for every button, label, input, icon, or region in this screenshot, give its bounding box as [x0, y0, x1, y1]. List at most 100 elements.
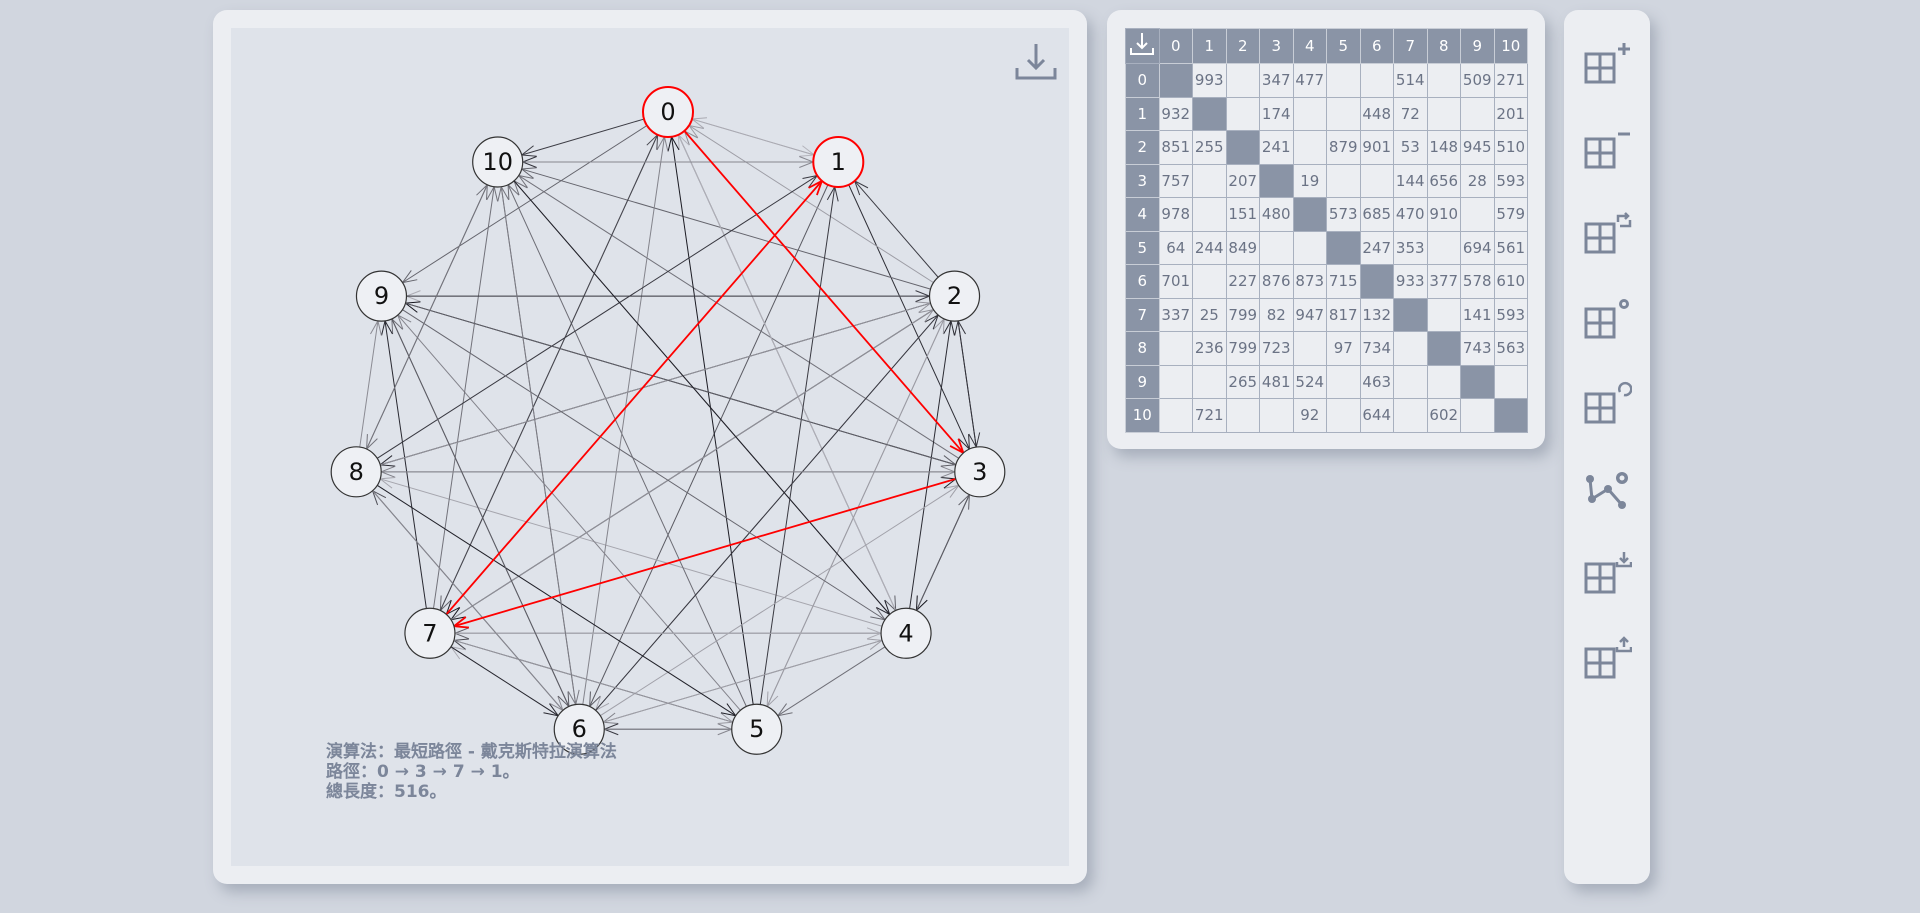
- matrix-cell[interactable]: 151: [1225, 197, 1260, 232]
- matrix-cell[interactable]: [1292, 230, 1327, 265]
- matrix-cell[interactable]: 477: [1292, 63, 1327, 98]
- matrix-cell[interactable]: [1326, 364, 1361, 399]
- matrix-cell[interactable]: [1426, 364, 1461, 399]
- node-8[interactable]: 8: [330, 446, 382, 498]
- matrix-cell[interactable]: 656: [1426, 163, 1461, 198]
- matrix-cell[interactable]: 337: [1158, 297, 1193, 332]
- matrix-cell[interactable]: [1393, 297, 1428, 332]
- matrix-cell[interactable]: 723: [1259, 331, 1294, 366]
- matrix-cell[interactable]: [1326, 63, 1361, 98]
- matrix-cell[interactable]: 993: [1192, 63, 1227, 98]
- matrix-cell[interactable]: 201: [1493, 96, 1528, 131]
- matrix-cell[interactable]: [1292, 96, 1327, 131]
- matrix-cell[interactable]: 563: [1493, 331, 1528, 366]
- matrix-cell[interactable]: [1326, 96, 1361, 131]
- matrix-cell[interactable]: 849: [1225, 230, 1260, 265]
- matrix-cell[interactable]: 481: [1259, 364, 1294, 399]
- matrix-cell[interactable]: [1393, 398, 1428, 433]
- matrix-cell[interactable]: [1192, 197, 1227, 232]
- matrix-cell[interactable]: [1259, 163, 1294, 198]
- node-7[interactable]: 7: [404, 607, 456, 659]
- matrix-cell[interactable]: [1158, 364, 1193, 399]
- matrix-cell[interactable]: 92: [1292, 398, 1327, 433]
- matrix-cell[interactable]: [1426, 297, 1461, 332]
- matrix-cell[interactable]: 19: [1292, 163, 1327, 198]
- node-10[interactable]: 10: [472, 136, 524, 188]
- matrix-cell[interactable]: 144: [1393, 163, 1428, 198]
- matrix-cell[interactable]: 72: [1393, 96, 1428, 131]
- node-2[interactable]: 2: [928, 270, 981, 322]
- matrix-cell[interactable]: 721: [1192, 398, 1227, 433]
- matrix-cell[interactable]: [1326, 163, 1361, 198]
- matrix-cell[interactable]: 910: [1426, 197, 1461, 232]
- matrix-cell[interactable]: 207: [1225, 163, 1260, 198]
- matrix-cell[interactable]: 932: [1158, 96, 1193, 131]
- matrix-cell[interactable]: 573: [1326, 197, 1361, 232]
- matrix-cell[interactable]: 510: [1493, 130, 1528, 165]
- matrix-cell[interactable]: 236: [1192, 331, 1227, 366]
- matrix-cell[interactable]: 132: [1359, 297, 1394, 332]
- matrix-cell[interactable]: 377: [1426, 264, 1461, 299]
- matrix-cell[interactable]: 82: [1259, 297, 1294, 332]
- add-table-icon[interactable]: [1580, 40, 1632, 92]
- matrix-cell[interactable]: [1359, 63, 1394, 98]
- matrix-cell[interactable]: 347: [1259, 63, 1294, 98]
- swap-table-icon[interactable]: [1580, 210, 1632, 262]
- table-settings-icon[interactable]: [1580, 295, 1632, 347]
- matrix-cell[interactable]: 241: [1259, 130, 1294, 165]
- matrix-cell[interactable]: 148: [1426, 130, 1461, 165]
- matrix-cell[interactable]: 799: [1225, 331, 1260, 366]
- matrix-cell[interactable]: 694: [1460, 230, 1495, 265]
- matrix-cell[interactable]: [1326, 230, 1361, 265]
- matrix-cell[interactable]: [1359, 163, 1394, 198]
- matrix-cell[interactable]: 53: [1393, 130, 1428, 165]
- matrix-cell[interactable]: 470: [1393, 197, 1428, 232]
- matrix-cell[interactable]: 644: [1359, 398, 1394, 433]
- matrix-cell[interactable]: [1292, 130, 1327, 165]
- matrix-cell[interactable]: [1493, 398, 1528, 433]
- matrix-cell[interactable]: [1426, 96, 1461, 131]
- export-table-icon[interactable]: [1580, 635, 1633, 687]
- node-5[interactable]: 5: [731, 703, 783, 755]
- matrix-cell[interactable]: 64: [1158, 230, 1193, 265]
- matrix-cell[interactable]: [1158, 63, 1193, 98]
- matrix-cell[interactable]: [1426, 331, 1461, 366]
- matrix-cell[interactable]: [1493, 364, 1528, 399]
- matrix-cell[interactable]: 448: [1359, 96, 1394, 131]
- matrix-cell[interactable]: 25: [1192, 297, 1227, 332]
- graph-settings-icon[interactable]: [1580, 465, 1632, 517]
- matrix-cell[interactable]: [1259, 398, 1294, 433]
- matrix-cell[interactable]: 524: [1292, 364, 1327, 399]
- matrix-cell[interactable]: 28: [1460, 163, 1495, 198]
- matrix-cell[interactable]: [1393, 331, 1428, 366]
- matrix-cell[interactable]: [1426, 63, 1461, 98]
- reset-table-icon[interactable]: [1580, 380, 1633, 432]
- matrix-cell[interactable]: 933: [1393, 264, 1428, 299]
- matrix-cell[interactable]: 593: [1493, 297, 1528, 332]
- matrix-cell[interactable]: 244: [1192, 230, 1227, 265]
- matrix-cell[interactable]: [1192, 96, 1227, 131]
- matrix-cell[interactable]: 685: [1359, 197, 1394, 232]
- matrix-cell[interactable]: 141: [1460, 297, 1495, 332]
- matrix-cell[interactable]: 265: [1225, 364, 1260, 399]
- node-6[interactable]: 6: [553, 703, 605, 755]
- matrix-cell[interactable]: [1426, 230, 1461, 265]
- matrix-cell[interactable]: 851: [1158, 130, 1193, 165]
- matrix-cell[interactable]: 947: [1292, 297, 1327, 332]
- node-9[interactable]: 9: [355, 270, 408, 322]
- matrix-cell[interactable]: 610: [1493, 264, 1528, 299]
- node-1[interactable]: 1: [812, 136, 865, 189]
- matrix-cell[interactable]: [1259, 230, 1294, 265]
- matrix-cell[interactable]: [1460, 197, 1495, 232]
- matrix-cell[interactable]: 561: [1493, 230, 1528, 265]
- matrix-cell[interactable]: [1292, 331, 1327, 366]
- matrix-cell[interactable]: [1393, 364, 1428, 399]
- matrix-cell[interactable]: 701: [1158, 264, 1193, 299]
- matrix-cell[interactable]: 514: [1393, 63, 1428, 98]
- download-icon[interactable]: [1013, 38, 1059, 84]
- matrix-cell[interactable]: [1460, 398, 1495, 433]
- matrix-cell[interactable]: 578: [1460, 264, 1495, 299]
- matrix-cell[interactable]: 879: [1326, 130, 1361, 165]
- matrix-cell[interactable]: [1192, 163, 1227, 198]
- matrix-cell[interactable]: 901: [1359, 130, 1394, 165]
